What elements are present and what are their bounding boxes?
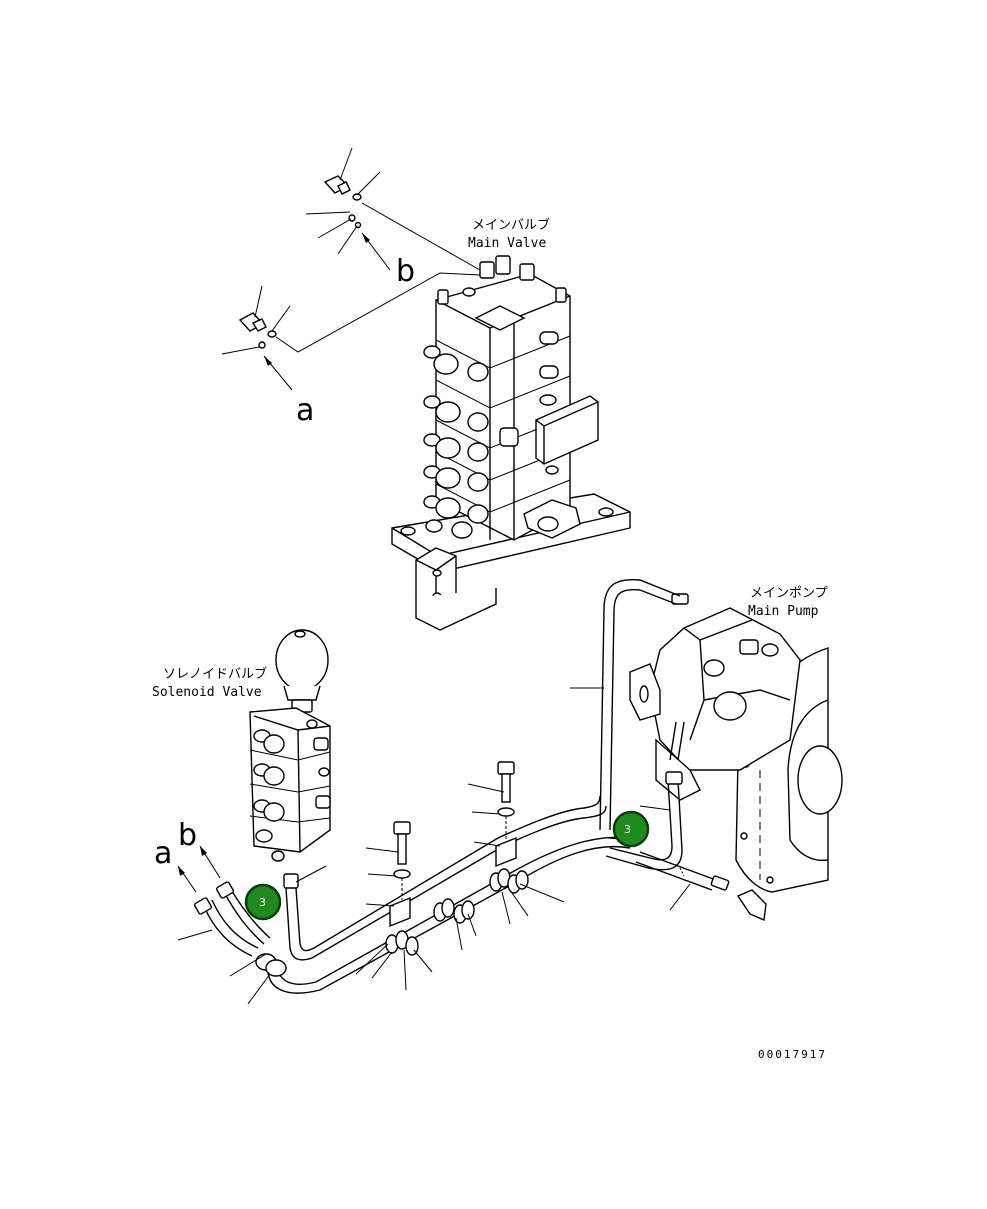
reference-a-lower-label: a (154, 836, 172, 871)
callout-badge[interactable]: 3 (244, 883, 282, 921)
solenoid-valve-label-jp: ソレノイドバルブ (163, 666, 267, 682)
reference-b-lower-label: b (178, 818, 197, 853)
callout-number: 3 (624, 823, 631, 836)
callout-number: 3 (259, 896, 266, 909)
drawing-number: 00017917 (758, 1048, 827, 1061)
fitting-group-a (221, 272, 481, 391)
main-pump-label-en: Main Pump (748, 604, 819, 619)
main-valve-label-en: Main Valve (468, 236, 546, 251)
fitting-group-b (305, 147, 481, 271)
main-valve-label-jp: メインバルブ (472, 217, 550, 233)
callout-badge[interactable]: 3 (612, 810, 650, 848)
reference-b-label: b (396, 254, 415, 289)
reference-a-label: a (296, 393, 314, 428)
clamps-and-bolts (177, 761, 671, 1005)
solenoid-valve (249, 629, 331, 862)
main-pump (629, 593, 843, 893)
main-pump-label-jp: メインポンプ (750, 586, 828, 601)
main-valve (391, 255, 631, 631)
pipe-routing (177, 579, 767, 994)
solenoid-valve-label-en: Solenoid Valve (152, 685, 262, 700)
